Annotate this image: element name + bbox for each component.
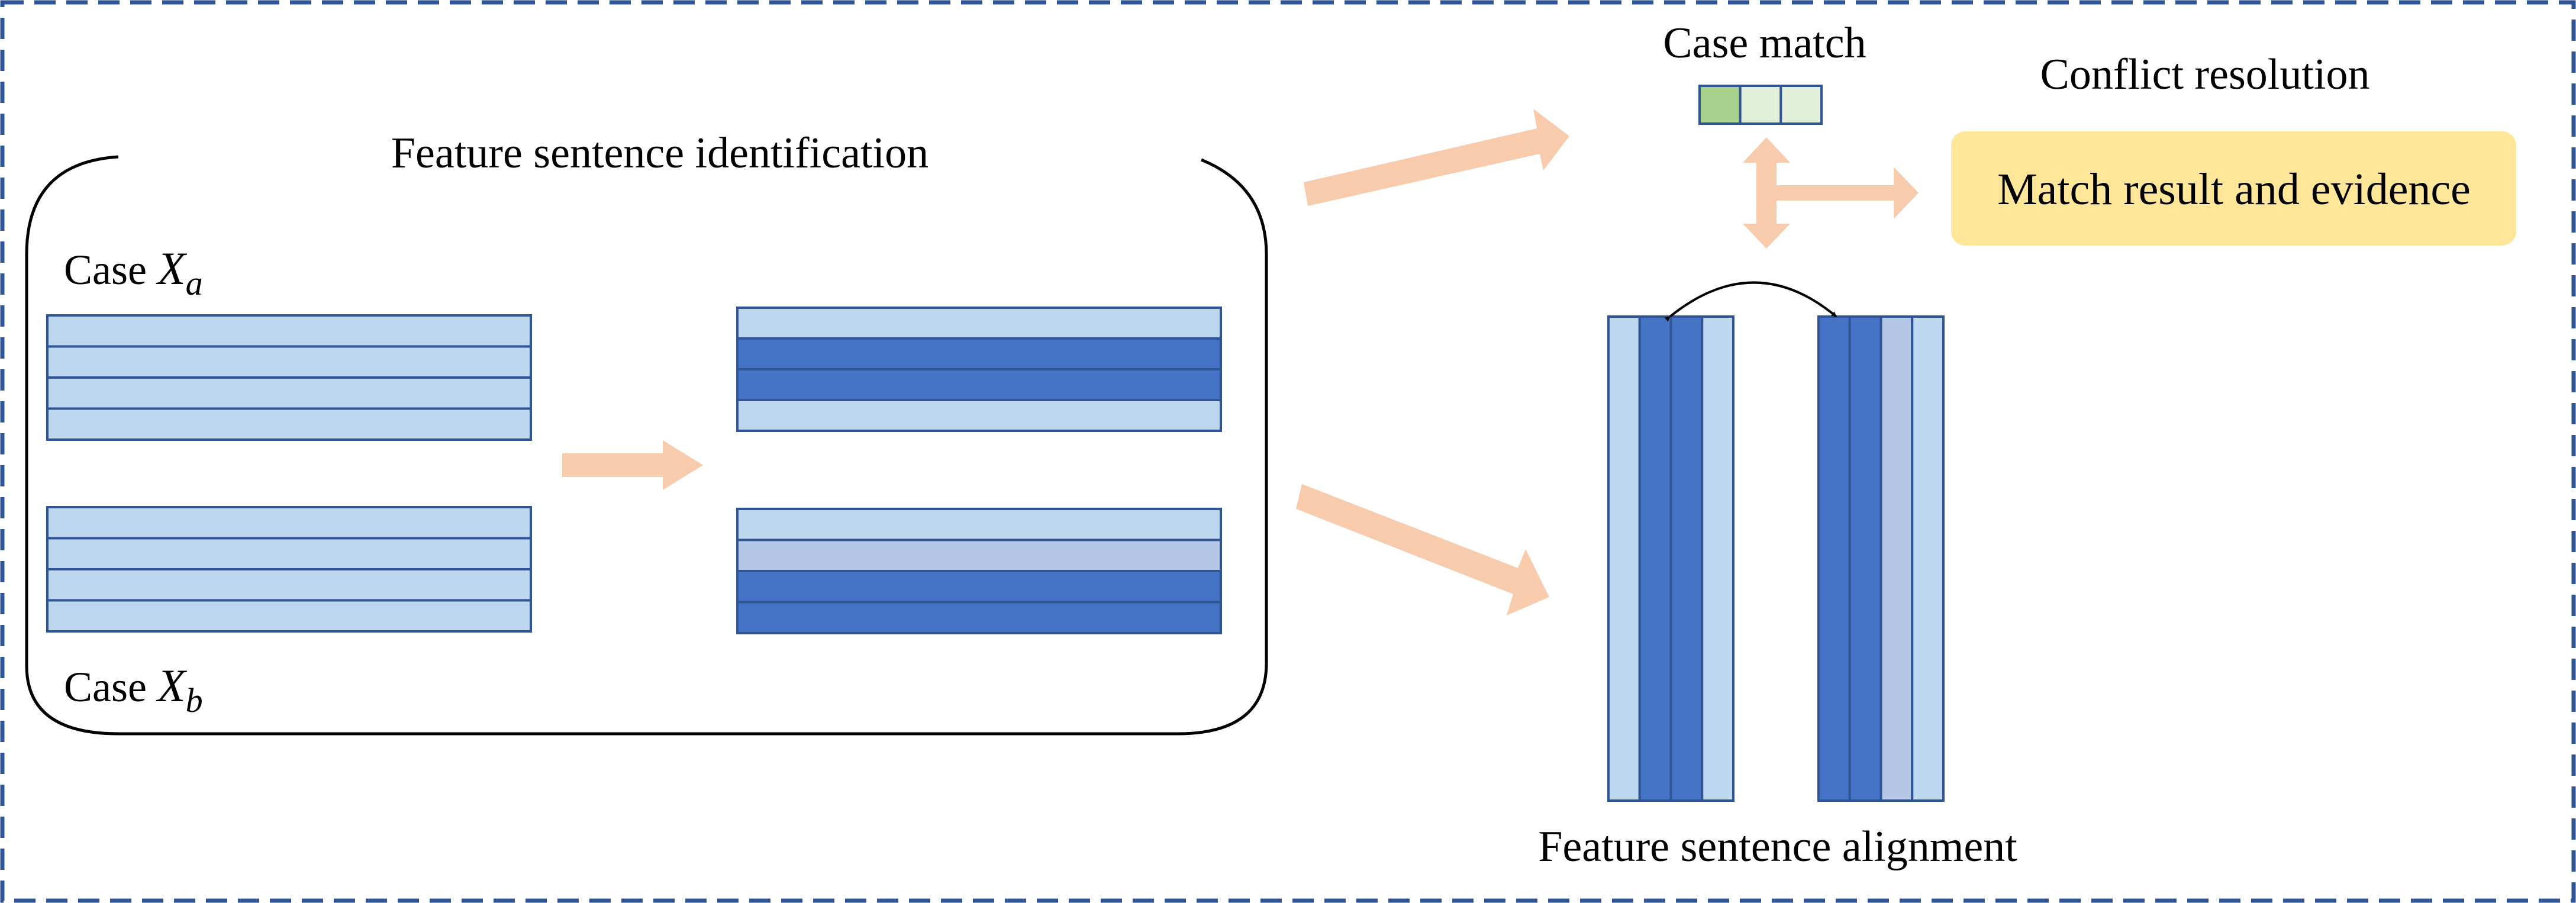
sentence-row-1 — [46, 506, 532, 540]
case-b-identified-sentences — [736, 508, 1222, 634]
sentence-row-1 — [46, 314, 532, 348]
match-cell-1 — [1698, 85, 1742, 125]
sentence-column-4 — [1701, 315, 1734, 802]
sentence-row-3 — [736, 368, 1222, 401]
to-alignment-arrow — [1296, 484, 1549, 615]
match-cell-3 — [1779, 85, 1823, 125]
sentence-column-1 — [1607, 315, 1641, 802]
conflict-resolution-title: Conflict resolution — [2040, 50, 2370, 99]
sentence-row-4 — [46, 599, 532, 633]
sentence-row-1 — [736, 307, 1222, 340]
sentence-row-4 — [736, 399, 1222, 432]
identification-bracket — [25, 155, 1268, 736]
to-case-match-arrow — [1304, 109, 1569, 206]
case-a-subscript: a — [186, 264, 203, 302]
case-a-variable: X — [156, 243, 188, 294]
case-match-title: Case match — [1663, 19, 1866, 67]
feature-alignment-title: Feature sentence alignment — [1538, 823, 2017, 871]
case-b-prefix: Case — [64, 663, 157, 711]
to-result-arrow — [1766, 167, 1919, 219]
case-a-input-sentences — [46, 314, 532, 441]
sentence-column-3 — [1879, 315, 1914, 802]
case-a-label: Case Xa — [64, 243, 203, 302]
sentence-row-1 — [736, 508, 1222, 541]
sentence-row-3 — [736, 570, 1222, 604]
case-match-vector — [1698, 85, 1823, 125]
sentence-row-2 — [736, 337, 1222, 370]
sentence-column-1 — [1817, 315, 1851, 802]
sentence-row-2 — [46, 345, 532, 379]
sentence-column-3 — [1669, 315, 1704, 802]
aligned-left-sentences — [1607, 315, 1734, 802]
case-a-identified-sentences — [736, 307, 1222, 432]
sentence-column-2 — [1638, 315, 1672, 802]
sentence-column-2 — [1848, 315, 1882, 802]
case-a-prefix: Case — [64, 246, 157, 294]
match-cell-2 — [1739, 85, 1782, 125]
sentence-row-3 — [46, 568, 532, 602]
case-b-subscript: b — [186, 681, 203, 720]
identify-arrow — [562, 440, 703, 490]
match-result-label: Match result and evidence — [1997, 165, 2471, 214]
case-b-input-sentences — [46, 506, 532, 633]
sentence-row-4 — [46, 407, 532, 441]
sentence-column-4 — [1911, 315, 1945, 802]
sentence-row-2 — [736, 538, 1222, 572]
aligned-right-sentences — [1817, 315, 1945, 802]
sentence-row-4 — [736, 601, 1222, 634]
sentence-row-2 — [46, 537, 532, 570]
feature-identification-title: Feature sentence identification — [391, 129, 928, 178]
sentence-row-3 — [46, 376, 532, 410]
case-b-label: Case Xb — [64, 660, 203, 720]
alignment-curve-arrow — [1664, 281, 1837, 322]
match-result-box — [1951, 131, 2516, 246]
case-b-variable: X — [156, 660, 188, 711]
